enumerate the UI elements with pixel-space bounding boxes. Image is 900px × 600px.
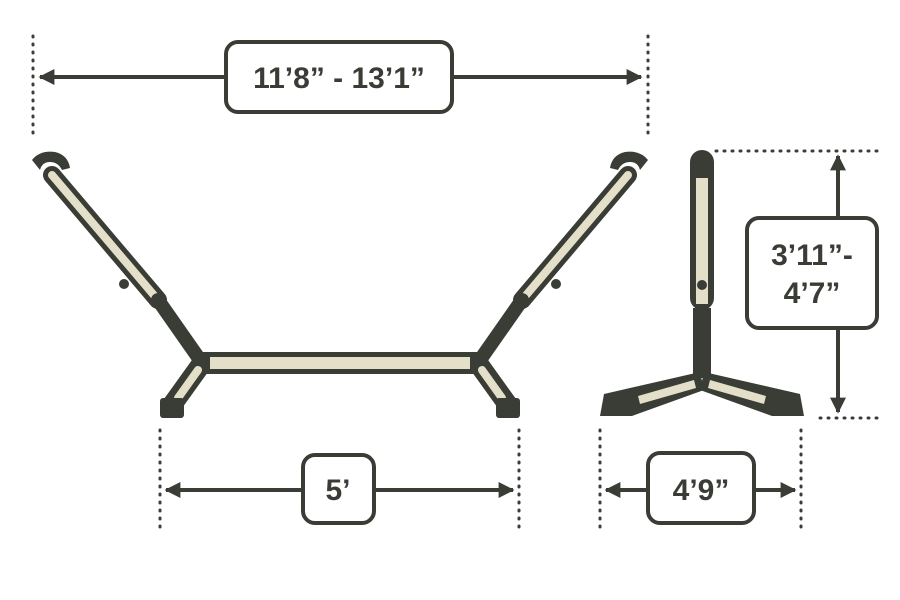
guide-lines — [31, 34, 880, 534]
height-dimension: 3’11”- 4’7” — [745, 154, 879, 414]
front-view-stand — [32, 151, 648, 418]
right-arm — [473, 151, 648, 367]
left-arm — [32, 151, 207, 367]
base-length-label: 5’ — [325, 474, 350, 507]
base-width-label: 4’9” — [673, 474, 730, 507]
overall-length-label: 11’8” - 13’1” — [253, 62, 425, 95]
right-foot — [470, 356, 520, 418]
base-length-dimension: 5’ — [164, 453, 515, 525]
height-label-line2: 4’7” — [784, 277, 841, 310]
center-beam — [196, 352, 484, 374]
left-foot — [160, 356, 210, 418]
height-label-line1: 3’11”- — [771, 239, 853, 272]
side-view-stand — [600, 150, 804, 416]
base-width-dimension: 4’9” — [604, 451, 797, 525]
overall-length-dimension: 11’8” - 13’1” — [38, 40, 643, 114]
